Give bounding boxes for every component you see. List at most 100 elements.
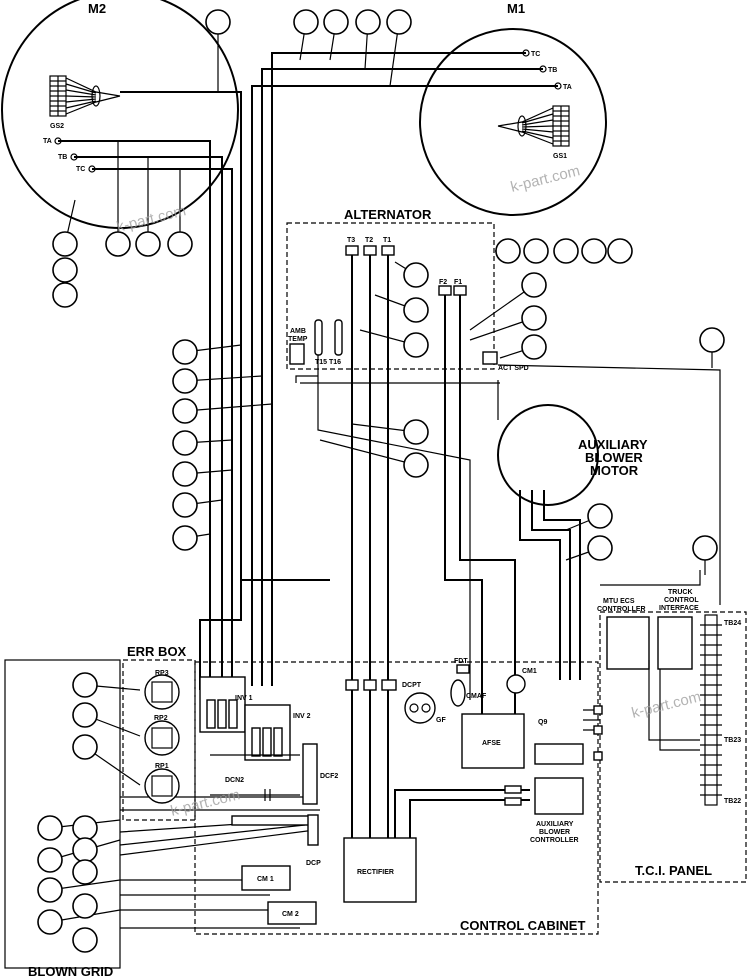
callout-bubble — [37, 877, 63, 903]
callout-bubble — [172, 398, 198, 424]
m1-ta-label: TA — [563, 84, 572, 91]
callout-bubble — [72, 734, 98, 760]
alternator-label: ALTERNATOR — [344, 207, 432, 222]
cmaf-label: CMAF — [466, 693, 487, 700]
callout-bubble — [52, 282, 78, 308]
watermark-3: k-part.com — [169, 786, 242, 820]
tb24-label: TB24 — [724, 620, 741, 627]
callout-bubble — [293, 9, 319, 35]
callout-bubble — [72, 702, 98, 728]
callout-bubble — [323, 9, 349, 35]
callout-bubble — [403, 262, 429, 288]
callout-leader — [184, 403, 273, 412]
mtu-label-2: CONTROLLER — [597, 606, 646, 613]
m2-tc-label: TC — [76, 166, 85, 173]
m2-tb-label: TB — [58, 154, 67, 161]
callout-bubble — [403, 452, 429, 478]
gs1-label: GS1 — [553, 153, 567, 160]
cm2-label: CM 2 — [282, 911, 299, 918]
auxiliary-blower-motor: AUXILIARY BLOWER MOTOR — [497, 404, 648, 506]
m2-ta-label: TA — [43, 138, 52, 145]
control-cabinet: CONTROL CABINET INV 1 INV 2 DCN2 DCF2 DC… — [194, 658, 599, 935]
callout-bubble — [172, 461, 198, 487]
callout-bubble — [699, 327, 725, 353]
callout-bubble — [172, 525, 198, 551]
truck-label-1: TRUCK — [668, 589, 693, 596]
dcp-label: DCP — [306, 860, 321, 867]
t2-label: T2 — [365, 237, 373, 244]
f2-label: F2 — [439, 279, 447, 286]
truck-label-2: CONTROL — [664, 597, 699, 604]
callout-bubbles — [37, 9, 725, 953]
callout-bubble — [72, 927, 98, 953]
dcn2-label: DCN2 — [225, 777, 244, 784]
q9-label: Q9 — [538, 719, 547, 726]
afse-label: AFSE — [482, 740, 501, 747]
callout-bubble — [521, 305, 547, 331]
cm1-top-label: CM1 — [522, 668, 537, 675]
amb-temp-label-2: TEMP — [288, 336, 308, 343]
act-spd-label: ACT SPD — [498, 365, 529, 372]
aux-blower-label-1: AUXILIARY — [578, 437, 648, 452]
blown-grid: BLOWN GRID — [4, 659, 121, 979]
callout-bubble — [607, 238, 633, 264]
callout-bubble — [205, 9, 231, 35]
truck-label-3: INTERFACE — [659, 605, 699, 612]
callout-bubble — [172, 339, 198, 365]
callout-bubble — [72, 672, 98, 698]
watermark-2: k-part.com — [115, 202, 188, 236]
callout-leader — [184, 375, 263, 382]
m1-label: M1 — [507, 1, 525, 16]
gs1-connector — [497, 105, 570, 147]
callout-bubble — [72, 859, 98, 885]
inv2-label: INV 2 — [293, 713, 311, 720]
rp3-label: RP3 — [155, 670, 169, 677]
callout-bubble — [52, 231, 78, 257]
callout-bubble — [403, 297, 429, 323]
aux-blower-label-2: BLOWER — [585, 450, 643, 465]
callout-bubble — [52, 257, 78, 283]
callout-bubble — [523, 238, 549, 264]
f1-label: F1 — [454, 279, 462, 286]
motor-m1: M1 GS1 TC TB TA — [419, 1, 607, 216]
callout-bubble — [172, 492, 198, 518]
power-cables — [58, 52, 721, 929]
callout-bubble — [521, 272, 547, 298]
m2-label: M2 — [88, 1, 106, 16]
callout-bubble — [37, 815, 63, 841]
fdt-label: FDT — [454, 658, 468, 665]
callout-bubble — [587, 535, 613, 561]
callout-bubble — [521, 334, 547, 360]
gs2-connector — [49, 75, 121, 117]
rp2-label: RP2 — [154, 715, 168, 722]
abc-label-1: AUXILIARY — [536, 821, 574, 828]
watermark-1: k-part.com — [509, 162, 582, 196]
t1-label: T1 — [383, 237, 391, 244]
tci-panel: T.C.I. PANEL MTU ECS CONTROLLER TRUCK CO… — [593, 589, 747, 883]
callout-bubble — [692, 535, 718, 561]
abc-label-2: BLOWER — [539, 829, 570, 836]
tb23-label: TB23 — [724, 737, 741, 744]
cm1-label: CM 1 — [257, 876, 274, 883]
callout-leader — [319, 439, 417, 466]
callout-bubble — [587, 503, 613, 529]
alternator: ALTERNATOR T3 T2 T1 F2 F1 AMB TEMP T15 T… — [286, 207, 529, 372]
mtu-label-1: MTU ECS — [603, 598, 635, 605]
dcpt-label: DCPT — [402, 682, 422, 689]
callout-bubble — [581, 238, 607, 264]
m1-tc-label: TC — [531, 51, 540, 58]
motor-m2: M2 GS2 TA TB TC — [1, 0, 239, 229]
watermark-4: k-part.com — [630, 688, 703, 722]
err-box: ERR BOX RP3 RP2 RP1 — [122, 644, 196, 821]
callout-bubble — [37, 847, 63, 873]
tb22-label: TB22 — [724, 798, 741, 805]
callout-bubble — [172, 430, 198, 456]
amb-temp-label-1: AMB — [290, 328, 306, 335]
callout-bubble — [355, 9, 381, 35]
callout-bubble — [386, 9, 412, 35]
gs2-label: GS2 — [50, 123, 64, 130]
callout-bubble — [72, 893, 98, 919]
m1-tb-label: TB — [548, 67, 557, 74]
inv1-label: INV 1 — [235, 695, 253, 702]
